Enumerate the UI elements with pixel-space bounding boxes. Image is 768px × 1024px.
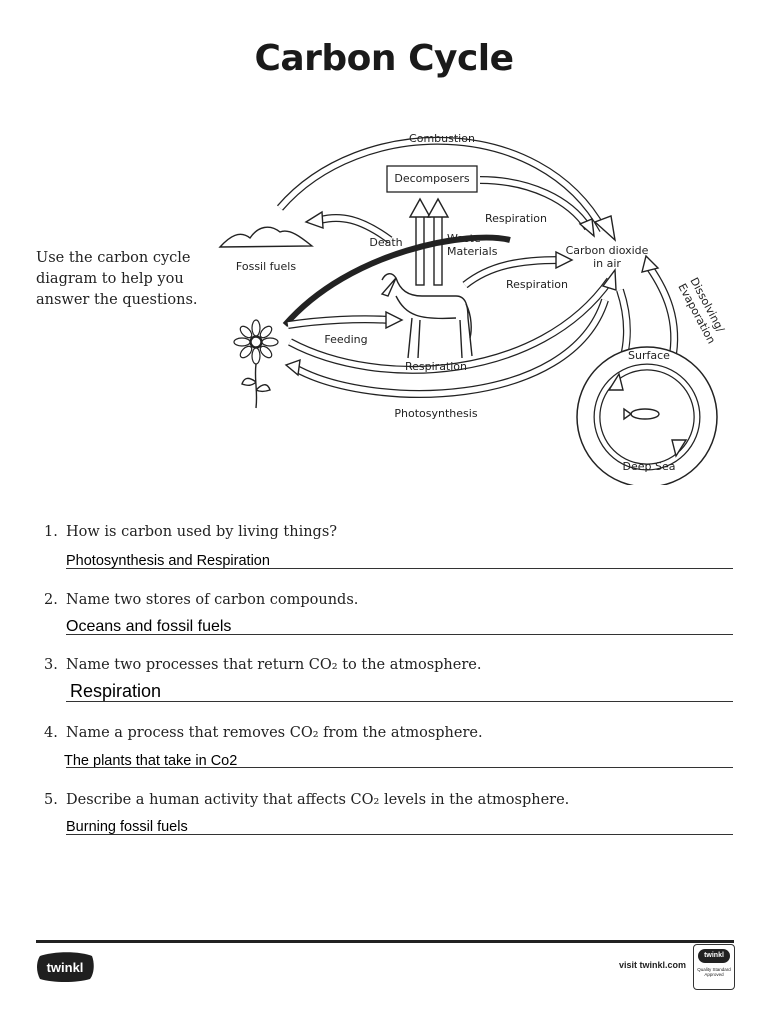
question-number: 3. [44,657,58,673]
label-combustion: Combustion [409,132,475,145]
label-decomposers: Decomposers [394,172,469,185]
answer-line [66,701,733,702]
page-title: Carbon Cycle [0,38,768,79]
footer-rule [36,940,734,943]
label-co2-line1: Carbon dioxide [566,244,649,257]
answer-line [66,834,733,835]
carbon-cycle-diagram: Combustion Decomposers Respiration Death… [210,120,740,485]
label-deep-sea: Deep Sea [623,460,676,473]
label-feeding: Feeding [324,333,367,346]
label-respiration-top: Respiration [485,212,547,225]
answer-line [66,767,733,768]
label-co2-line2: in air [593,257,621,270]
label-death: Death [369,236,402,249]
quality-badge: twinkl Quality Standard Approved [693,944,735,990]
answer-field[interactable]: Respiration [70,681,161,702]
question-text: Describe a human activity that affects C… [66,792,569,808]
question-text: Name two processes that return CO₂ to th… [66,657,481,673]
question-text: Name two stores of carbon compounds. [66,592,358,608]
label-surface: Surface [628,349,670,362]
answer-line [66,568,733,569]
answer-line [66,634,733,635]
twinkl-logo[interactable]: twinkl [36,952,94,982]
label-photosynthesis: Photosynthesis [394,407,477,420]
badge-brand: twinkl [698,949,730,963]
label-materials: Materials [447,245,498,258]
label-waste: Waste [447,232,481,245]
answer-field[interactable]: Photosynthesis and Respiration [66,553,270,569]
question-text: Name a process that removes CO₂ from the… [66,725,483,741]
answer-field[interactable]: Burning fossil fuels [66,819,188,835]
question-number: 1. [44,524,58,540]
visit-link[interactable]: visit twinkl.com [619,960,686,970]
svg-text:twinkl: twinkl [47,960,84,975]
label-respiration-mid: Respiration [506,278,568,291]
label-fossil-fuels: Fossil fuels [236,260,296,273]
label-respiration-horse: Respiration [405,360,467,373]
question-number: 2. [44,592,58,608]
question-number: 4. [44,725,58,741]
instruction-text: Use the carbon cycle diagram to help you… [36,248,206,311]
question-text: How is carbon used by living things? [66,524,337,540]
badge-text: Quality Standard Approved [696,967,732,977]
question-number: 5. [44,792,58,808]
